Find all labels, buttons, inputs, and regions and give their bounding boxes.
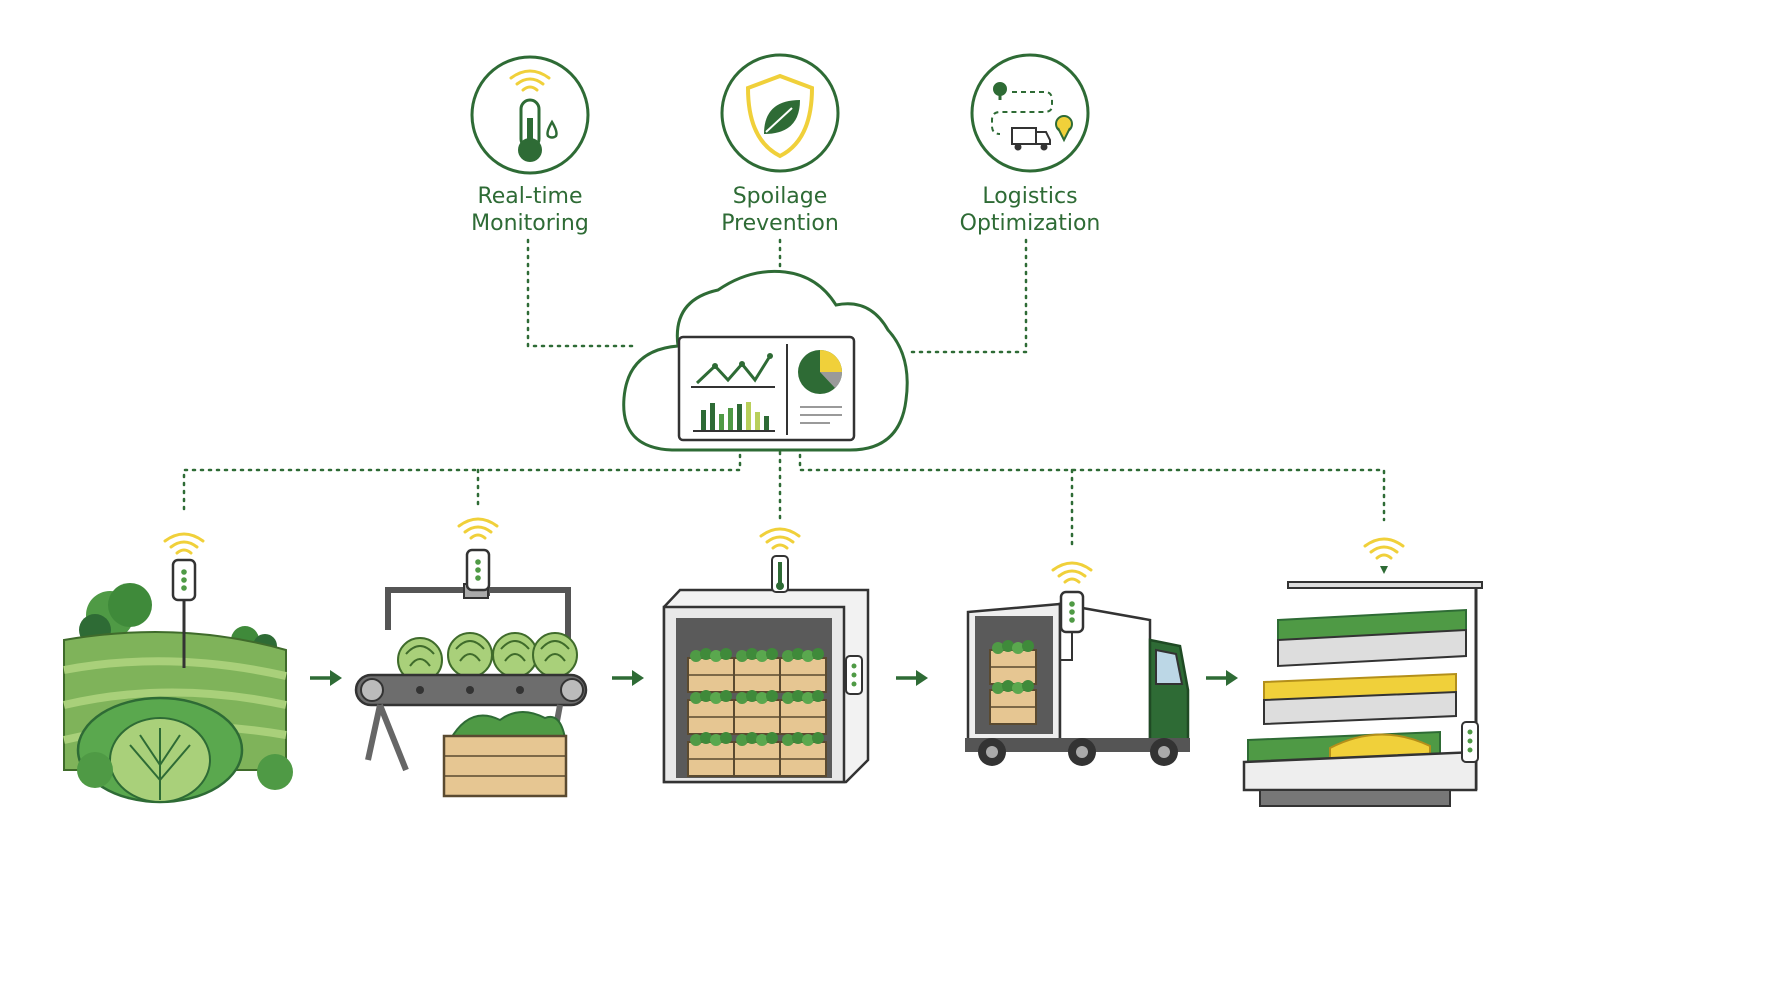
benefit-label-line1: Logistics bbox=[982, 184, 1078, 209]
arrow-icon bbox=[310, 670, 342, 686]
flow-arrows bbox=[310, 670, 1238, 686]
benefit-label-line2: Prevention bbox=[721, 211, 839, 236]
benefit-real-time-monitoring bbox=[470, 55, 590, 175]
arrow-icon bbox=[896, 670, 928, 686]
benefit-label-line2: Monitoring bbox=[471, 211, 589, 236]
route-truck-icon bbox=[991, 82, 1073, 151]
arrow-icon bbox=[1206, 670, 1238, 686]
benefit-connectors bbox=[526, 238, 1028, 354]
benefit-label-line1: Spoilage bbox=[732, 184, 828, 209]
shield-leaf-icon bbox=[745, 73, 815, 159]
line-chart-icon bbox=[691, 353, 775, 388]
cold-storage-scene bbox=[662, 527, 870, 784]
benefit-label-line1: Real-time bbox=[477, 184, 583, 209]
arrow-icon bbox=[612, 670, 644, 686]
field-scene bbox=[63, 532, 293, 804]
benefit-label-logistics-optimization: Logistics Optimization bbox=[920, 183, 1140, 237]
benefit-logistics-optimization bbox=[970, 53, 1090, 173]
thermometer-icon bbox=[509, 69, 558, 162]
stage-connectors bbox=[182, 450, 1386, 552]
benefit-label-line2: Optimization bbox=[959, 211, 1101, 236]
bar-chart-icon bbox=[693, 402, 775, 432]
delivery-truck-scene bbox=[965, 561, 1190, 766]
benefit-spoilage-prevention bbox=[720, 53, 840, 173]
benefit-label-spoilage-prevention: Spoilage Prevention bbox=[670, 183, 890, 237]
cloud-platform bbox=[622, 269, 909, 452]
benefit-label-real-time-monitoring: Real-time Monitoring bbox=[420, 183, 640, 237]
processing-conveyor-scene bbox=[354, 517, 588, 798]
retail-shelf-scene bbox=[1242, 537, 1483, 807]
pie-chart-icon bbox=[798, 350, 842, 424]
